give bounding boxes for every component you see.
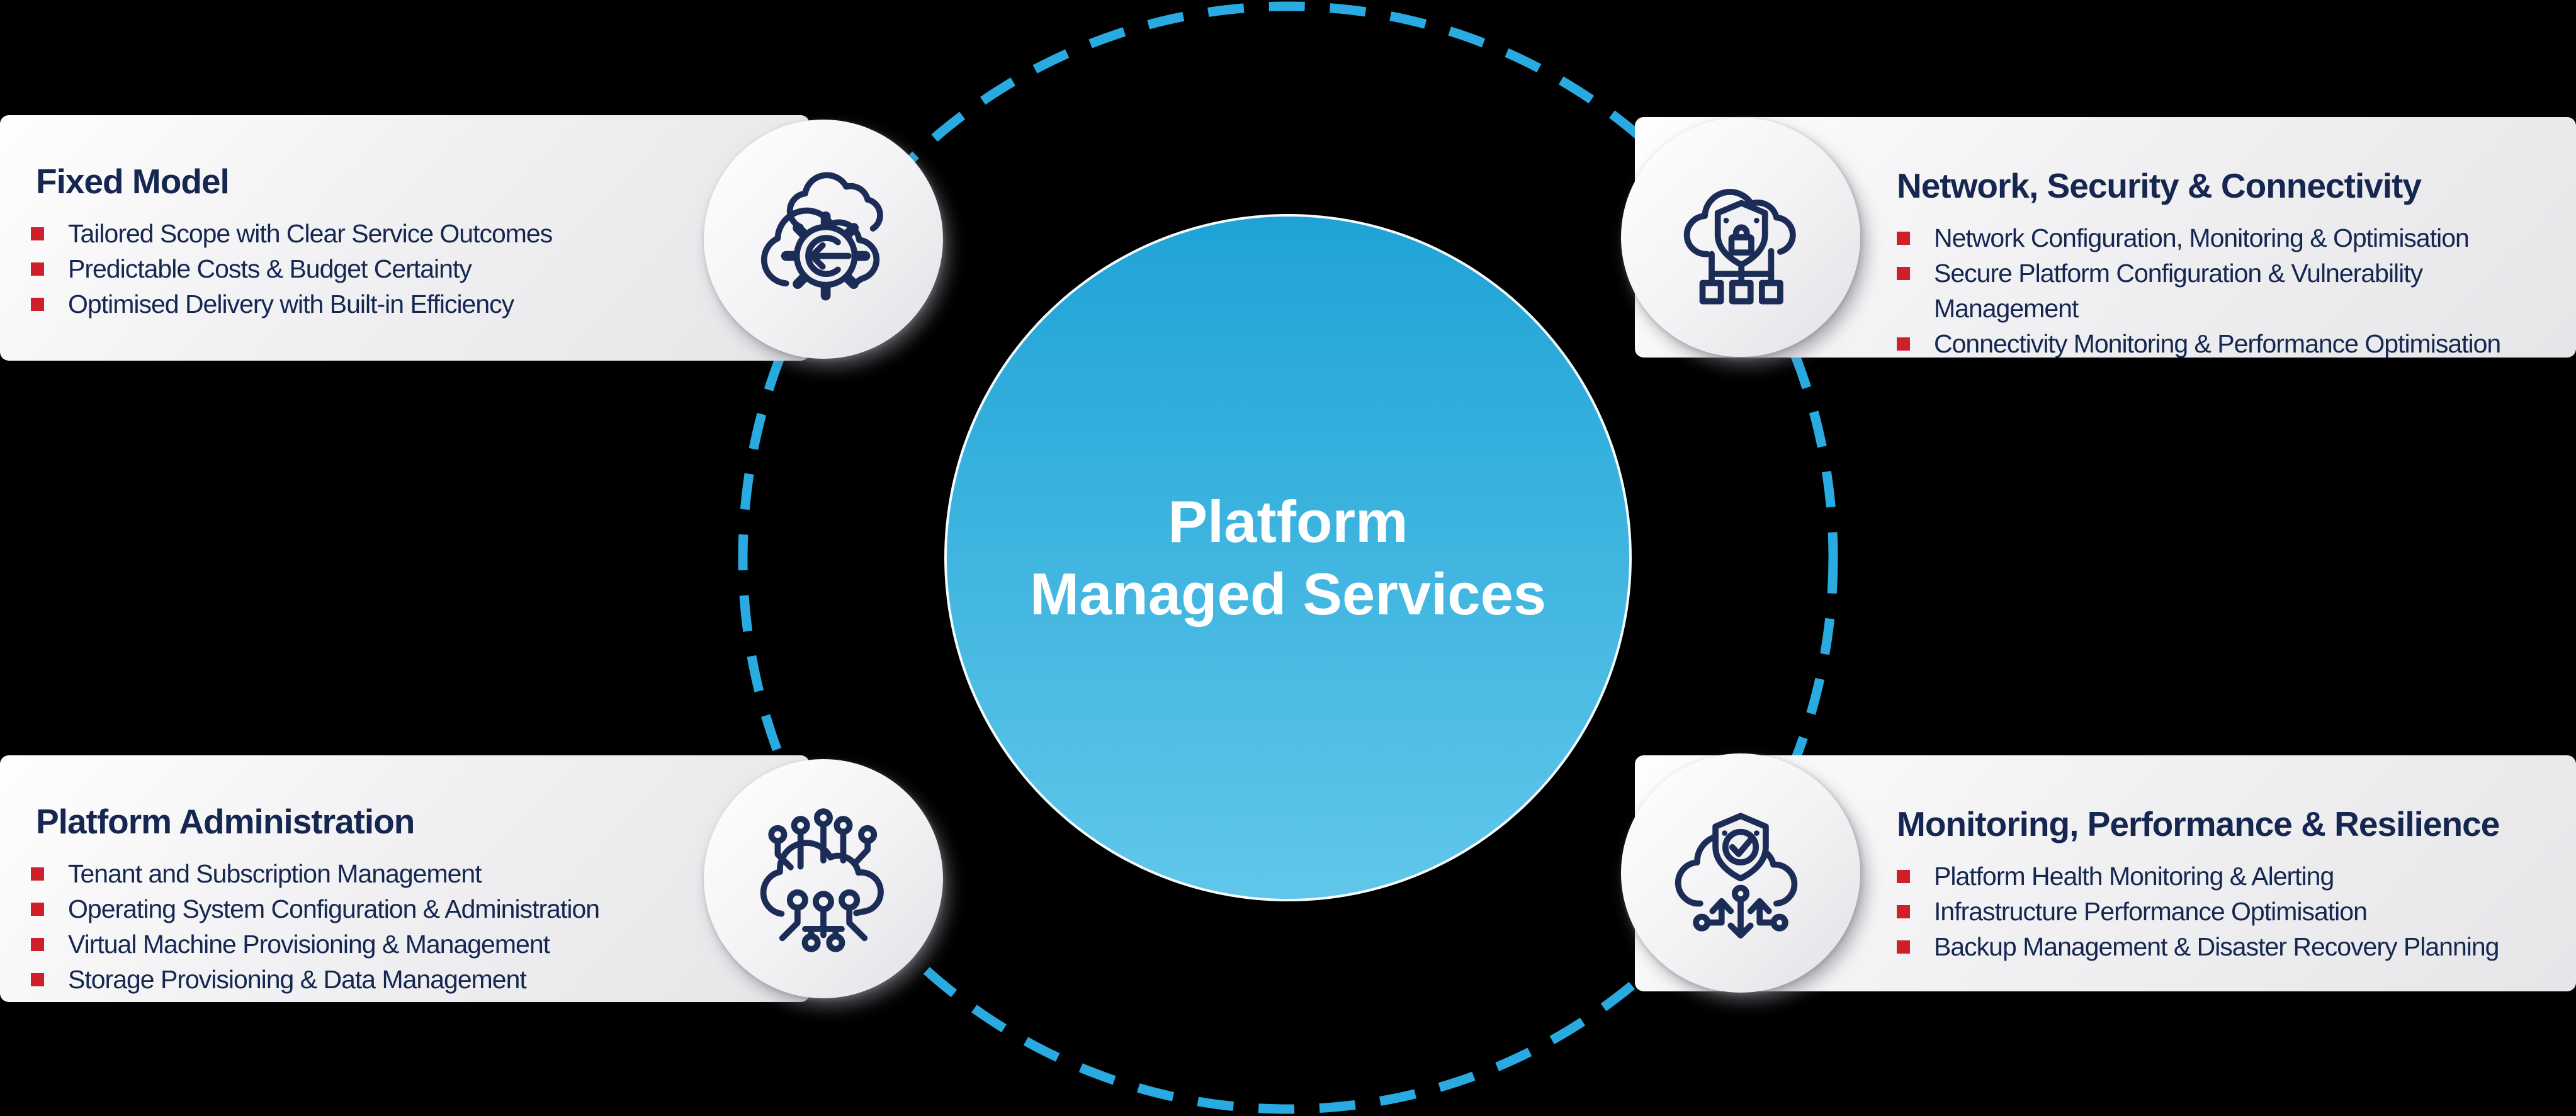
icon-badge-network-security	[1621, 118, 1860, 357]
bullet-marker	[1897, 232, 1910, 245]
bullet-item: Platform Health Monitoring & Alerting	[1897, 859, 2560, 894]
bullet-marker	[31, 938, 44, 951]
bullet-item: Virtual Machine Provisioning & Managemen…	[31, 927, 784, 962]
bullet-list: Tailored Scope with Clear Service Outcom…	[31, 216, 784, 322]
card-title: Platform Administration	[36, 802, 415, 841]
icon-badge-fixed-model	[704, 120, 943, 359]
bullet-list: Tenant and Subscription Management Opera…	[31, 856, 784, 997]
icon-badge-monitoring-resilience	[1621, 753, 1860, 993]
bullet-item: Tailored Scope with Clear Service Outcom…	[31, 216, 784, 251]
bullet-marker	[31, 298, 44, 311]
bullet-marker	[1897, 905, 1910, 918]
bullet-marker	[31, 262, 44, 276]
bullet-item: Backup Management & Disaster Recovery Pl…	[1897, 929, 2560, 964]
bullet-marker	[31, 867, 44, 881]
bullet-item: Predictable Costs & Budget Certainty	[31, 251, 784, 286]
bullet-item: Operating System Configuration & Adminis…	[31, 891, 784, 927]
card-title: Monitoring, Performance & Resilience	[1897, 804, 2500, 843]
cloud-circuit-icon	[760, 808, 884, 952]
center-circle: Platform Managed Services	[944, 214, 1632, 901]
bullet-list: Network Configuration, Monitoring & Opti…	[1897, 220, 2560, 361]
bullet-marker	[1897, 267, 1910, 280]
bullet-marker	[31, 903, 44, 916]
bullet-item: Storage Provisioning & Data Management	[31, 962, 784, 997]
bullet-item: Infrastructure Performance Optimisation	[1897, 894, 2560, 929]
icon-badge-platform-administration	[704, 759, 943, 998]
bullet-list: Platform Health Monitoring & Alerting In…	[1897, 859, 2560, 964]
bullet-item: Network Configuration, Monitoring & Opti…	[1897, 220, 2560, 256]
bullet-marker	[1897, 940, 1910, 954]
card-title: Network, Security & Connectivity	[1897, 166, 2422, 205]
bullet-marker	[1897, 337, 1910, 351]
cloud-shield-check-icon	[1675, 813, 1798, 939]
bullet-item: Secure Platform Configuration & Vulnerab…	[1897, 256, 2560, 326]
center-title-line1: Platform	[1168, 488, 1408, 555]
card-fixed-model: Fixed Model Tailored Scope with Clear Se…	[0, 115, 810, 361]
card-title: Fixed Model	[36, 162, 230, 201]
bullet-item: Optimised Delivery with Built-in Efficie…	[31, 286, 784, 322]
bullet-marker	[1897, 870, 1910, 883]
bullet-marker	[31, 227, 44, 240]
cloud-shield-network-icon	[1683, 189, 1796, 305]
bullet-item: Connectivity Monitoring & Performance Op…	[1897, 326, 2560, 361]
cloud-gear-icon	[761, 172, 883, 301]
bullet-item: Tenant and Subscription Management	[31, 856, 784, 891]
bullet-marker	[31, 973, 44, 986]
center-title-line2: Managed Services	[1029, 561, 1547, 627]
card-platform-administration: Platform Administration Tenant and Subsc…	[0, 755, 810, 1002]
